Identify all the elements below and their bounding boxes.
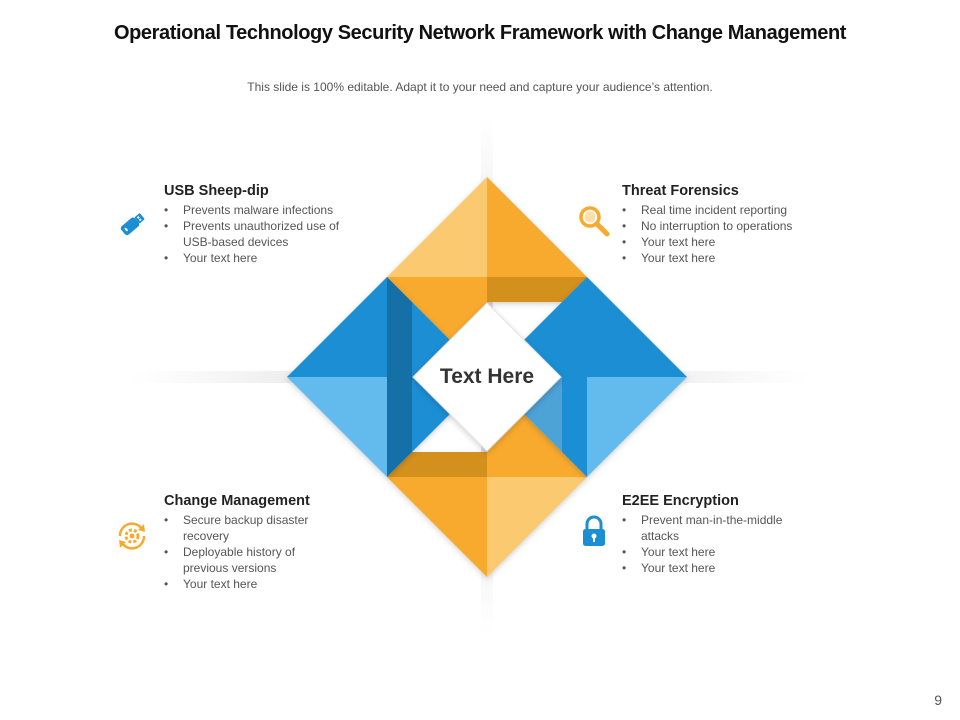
bullet-item: Deployable history of previous versions (164, 544, 328, 576)
bullet-item: Your text here (622, 250, 832, 266)
bullet-list: Prevents malware infections Prevents una… (164, 202, 354, 266)
slide-title: Operational Technology Security Network … (113, 22, 847, 44)
gear-cycle-icon (118, 522, 146, 550)
bullet-item: Your text here (164, 576, 364, 592)
bullet-item: Your text here (622, 560, 822, 576)
bullet-item: Prevents malware infections (164, 202, 354, 218)
bullet-item: Secure backup disaster recovery (164, 512, 333, 544)
bullet-item: Your text here (164, 250, 354, 266)
bullet-item: Prevents unauthorized use of USB-based d… (164, 218, 343, 250)
block-title: Change Management (164, 493, 310, 509)
magnifier-icon (579, 206, 610, 237)
bullet-item: Prevent man-in-the-middle attacks (622, 512, 816, 544)
bottom-orange-diamond (387, 377, 587, 577)
left-blue-diamond (287, 277, 487, 477)
bullet-list: Real time incident reporting No interrup… (622, 202, 832, 266)
bullet-item: Your text here (622, 544, 822, 560)
threat-forensics-block: Threat Forensics Real time incident repo… (622, 182, 832, 266)
block-title: Threat Forensics (622, 183, 739, 199)
change-management-block: Change Management Secure backup disaster… (164, 492, 364, 592)
bullet-list: Secure backup disaster recovery Deployab… (164, 512, 364, 592)
block-title: E2EE Encryption (622, 493, 739, 509)
usb-sheep-dip-block: USB Sheep-dip Prevents malware infection… (164, 182, 364, 266)
e2ee-encryption-block: E2EE Encryption Prevent man-in-the-middl… (622, 492, 822, 576)
center-diamond (412, 302, 562, 452)
bullet-item: No interruption to operations (622, 218, 832, 234)
padlock-icon (583, 515, 605, 546)
center-label: Text Here (439, 365, 535, 388)
page-number: 9 (934, 692, 942, 708)
bullet-list: Prevent man-in-the-middle attacks Your t… (622, 512, 822, 576)
bullet-item: Your text here (622, 234, 832, 250)
slide-subtitle: This slide is 100% editable. Adapt it to… (247, 80, 713, 94)
bullet-item: Real time incident reporting (622, 202, 832, 218)
usb-drive-icon (120, 213, 145, 236)
block-title: USB Sheep-dip (164, 183, 269, 199)
